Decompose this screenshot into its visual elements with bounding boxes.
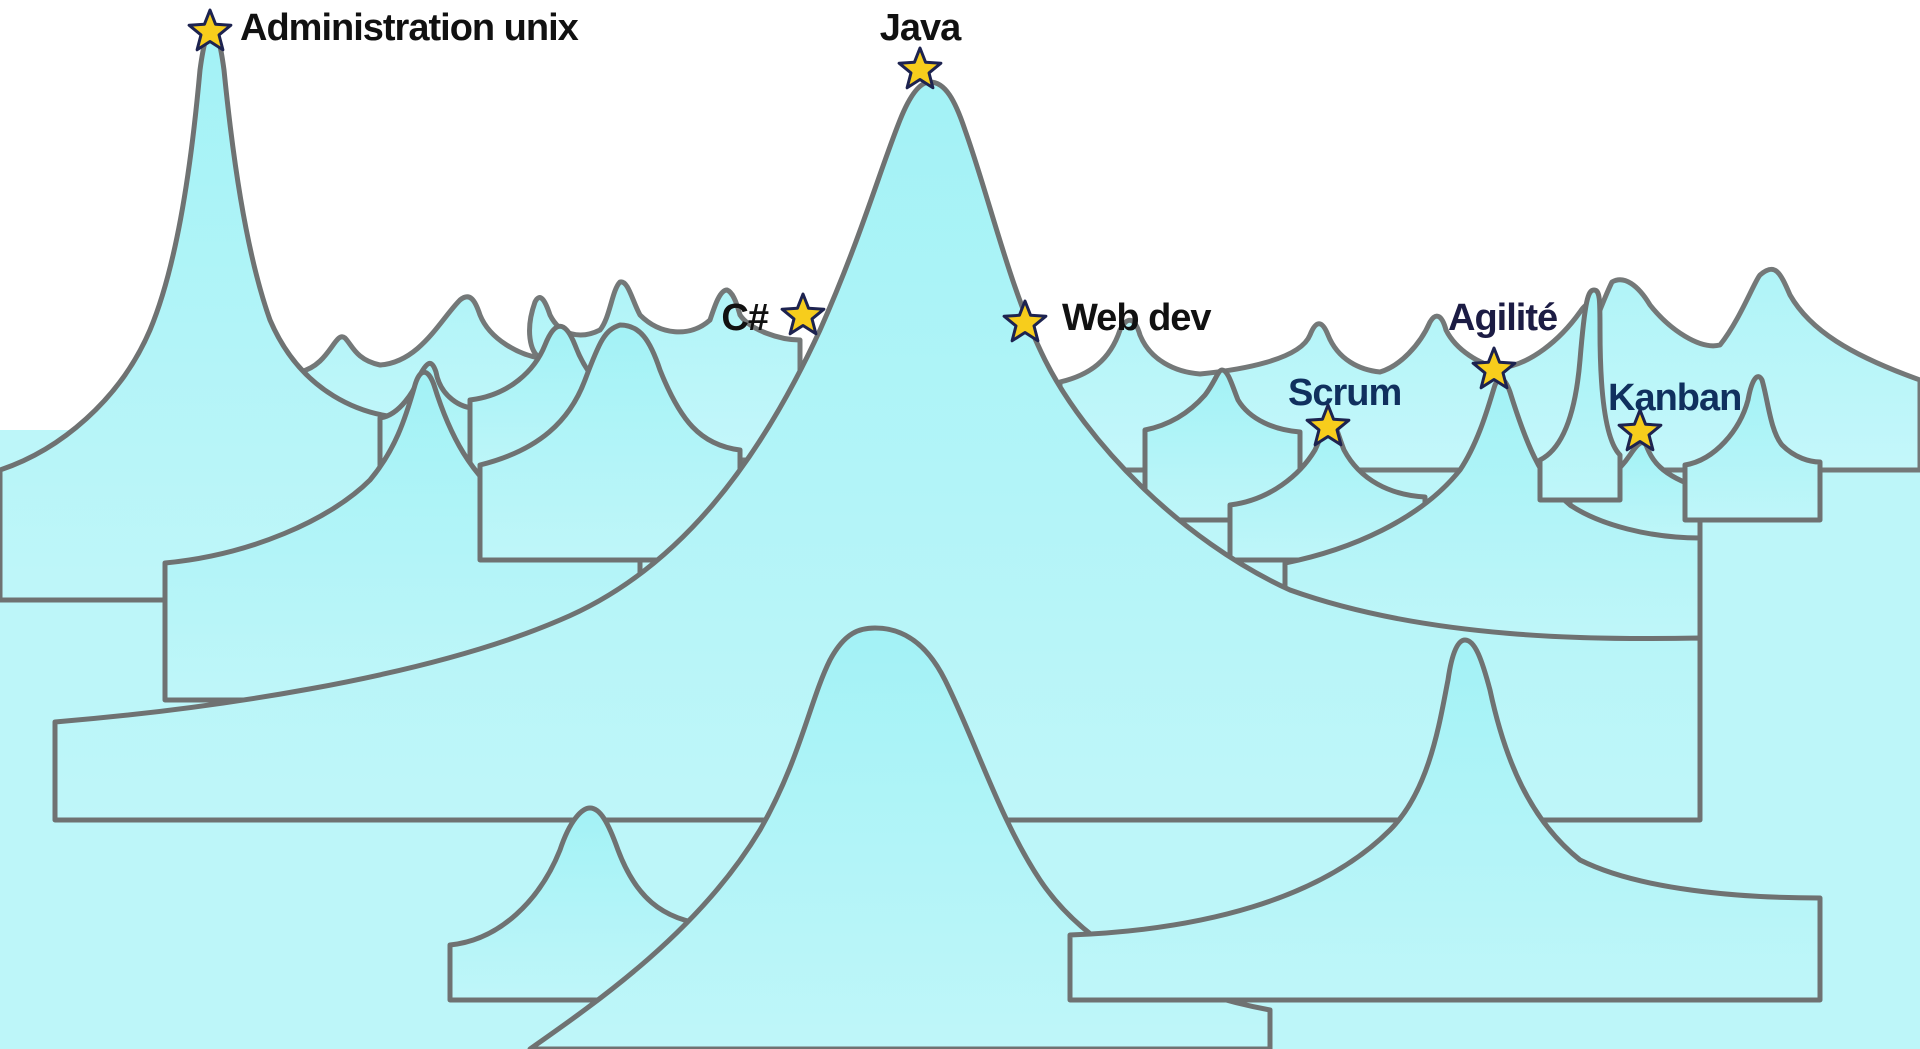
star-icon [1471,346,1517,390]
star-icon [1617,408,1663,452]
peak-lower-left [447,805,713,1003]
peak-spike-right [1537,287,1623,503]
label-scrum: Scrum [1288,372,1401,414]
label-kanban: Kanban [1608,377,1741,419]
skill-markers [187,8,1663,452]
peak-csharp-shoulder [477,322,743,563]
star-icon [187,8,233,52]
peak-right-small-1 [1142,367,1303,523]
peak-lower-right [1067,637,1823,1003]
star-icon [1305,403,1351,447]
label-agilite: Agilité [1448,297,1557,339]
label-webdev: Web dev [1062,297,1211,339]
label-csharp: C# [721,297,768,339]
star-icon [897,46,943,90]
label-java: Java [880,7,962,49]
peak-right-small-4 [1682,374,1823,523]
star-icon [1002,299,1048,343]
label-admin-unix: Administration unix [240,7,579,49]
star-icon [780,292,826,336]
